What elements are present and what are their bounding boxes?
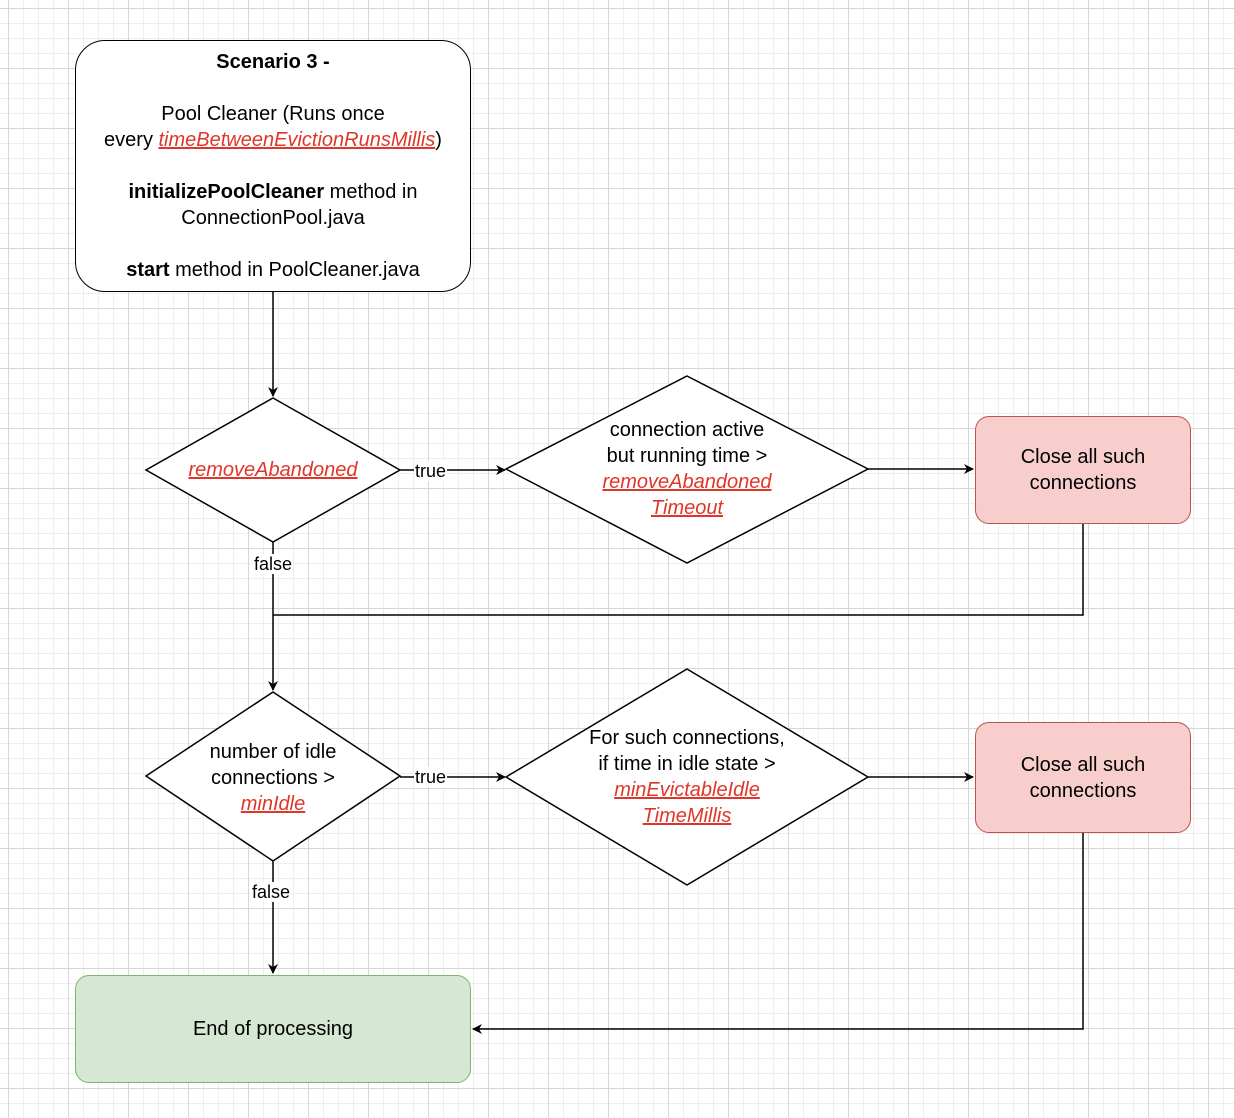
decision2-line1: number of idle xyxy=(209,741,337,763)
start-method1-file: ConnectionPool.java xyxy=(181,207,365,229)
param-remove-abandoned-timeout-2: Timeout xyxy=(650,497,724,519)
check2-line1: For such connections, xyxy=(589,727,785,749)
edge-label-true-1: true xyxy=(414,461,448,481)
action2-label: Close all such connections xyxy=(1020,753,1146,802)
method-start: start xyxy=(126,259,170,281)
end-node[interactable]: End of processing xyxy=(75,975,471,1083)
check1-line1: connection active xyxy=(609,419,765,441)
start-line2-prefix: every xyxy=(104,129,159,151)
action1-label: Close all such connections xyxy=(1020,446,1146,494)
check-running-time-shape xyxy=(504,375,870,564)
check-idle-time-shape xyxy=(504,668,870,886)
start-method1: initializePoolCleaner method in xyxy=(129,179,418,205)
decision-min-idle[interactable]: number of idle connections > minIdle xyxy=(175,736,371,820)
check-running-time[interactable]: connection active but running time > rem… xyxy=(560,415,814,523)
param-min-idle: minIdle xyxy=(240,793,306,815)
param-time-between-eviction-runs: timeBetweenEvictionRunsMillis xyxy=(158,129,436,151)
method-initialize-pool-cleaner: initializePoolCleaner xyxy=(128,181,325,203)
decision-remove-abandoned[interactable]: removeAbandoned xyxy=(160,440,386,500)
close-connections-node-2[interactable]: Close all such connections xyxy=(975,722,1191,833)
check-idle-time[interactable]: For such connections, if time in idle st… xyxy=(548,723,826,831)
edge-action2-to-end xyxy=(472,833,1084,1034)
edge-label-false-2: false xyxy=(251,882,292,902)
check1-line2: but running time > xyxy=(606,445,768,467)
param-remove-abandoned: removeAbandoned xyxy=(188,459,358,481)
start-title: Scenario 3 - xyxy=(216,51,330,73)
check2-line2: if time in idle state > xyxy=(598,753,776,775)
param-min-evictable-idle-2: TimeMillis xyxy=(642,805,732,827)
start-line2: every timeBetweenEvictionRunsMillis) xyxy=(104,127,442,153)
param-min-evictable-idle-1: minEvictableIdle xyxy=(614,779,760,801)
start-method1-rest: method in xyxy=(324,181,418,203)
edge-label-true-2: true xyxy=(414,767,448,787)
decision2-line2: connections > xyxy=(211,767,335,789)
param-remove-abandoned-timeout-1: removeAbandoned xyxy=(602,471,772,493)
close-connections-node-1[interactable]: Close all such connections xyxy=(975,416,1191,524)
edge-label-false-1: false xyxy=(253,554,294,574)
edge-action1-return xyxy=(273,524,1084,616)
start-method2-rest: method in PoolCleaner.java xyxy=(169,259,420,281)
start-line1: Pool Cleaner (Runs once xyxy=(161,103,385,125)
start-method2: start method in PoolCleaner.java xyxy=(126,257,420,283)
start-line2-suffix: ) xyxy=(435,129,442,151)
start-node[interactable]: Scenario 3 - Pool Cleaner (Runs once eve… xyxy=(75,40,471,292)
end-label: End of processing xyxy=(192,1018,354,1040)
